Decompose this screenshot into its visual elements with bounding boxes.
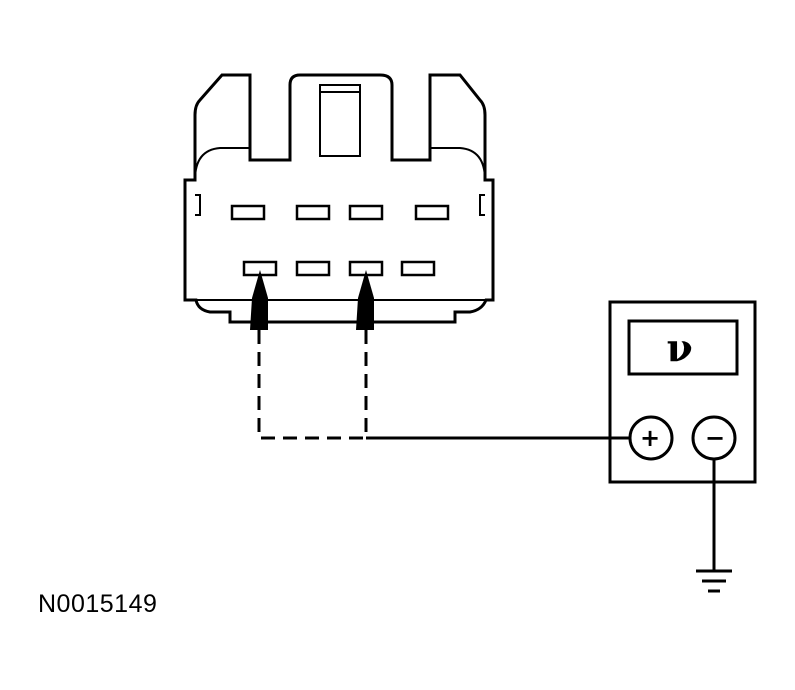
- connector-inner-line-right: [430, 147, 486, 181]
- connector-pin-top-2: [295, 204, 331, 221]
- connector-housing-outline: [183, 73, 495, 324]
- voltmeter-display: [627, 319, 739, 376]
- voltmeter-icon: [608, 300, 757, 484]
- probe-tip-right: [356, 270, 374, 330]
- connector-pin-bottom-4: [400, 260, 436, 277]
- positive-terminal-label: +: [639, 424, 661, 452]
- connector-side-notch-right: [479, 194, 485, 216]
- probe-leads: [257, 330, 368, 440]
- connector-pin-bottom-2: [295, 260, 331, 277]
- connector-pin-top-3: [348, 204, 384, 221]
- connector-pin-top-1: [230, 204, 266, 221]
- probe-tip-left: [250, 270, 268, 330]
- voltmeter-positive-terminal: [628, 415, 674, 461]
- voltmeter-display-symbol: ν: [666, 325, 693, 370]
- ground-symbol-icon: [696, 569, 732, 593]
- connector-inner-line: [194, 147, 250, 181]
- figure-id-label: N0015149: [38, 590, 158, 618]
- probe-lead-left: [257, 330, 366, 440]
- negative-terminal-label: −: [704, 424, 726, 452]
- connector-side-notch-left: [195, 194, 201, 216]
- probe-icon: [250, 270, 374, 330]
- voltmeter-body: [608, 300, 757, 484]
- connector-icon: [183, 73, 495, 324]
- connector-pin-top-4: [414, 204, 450, 221]
- connector-lock-tab-top: [319, 84, 361, 92]
- connector-lock-tab: [319, 91, 361, 157]
